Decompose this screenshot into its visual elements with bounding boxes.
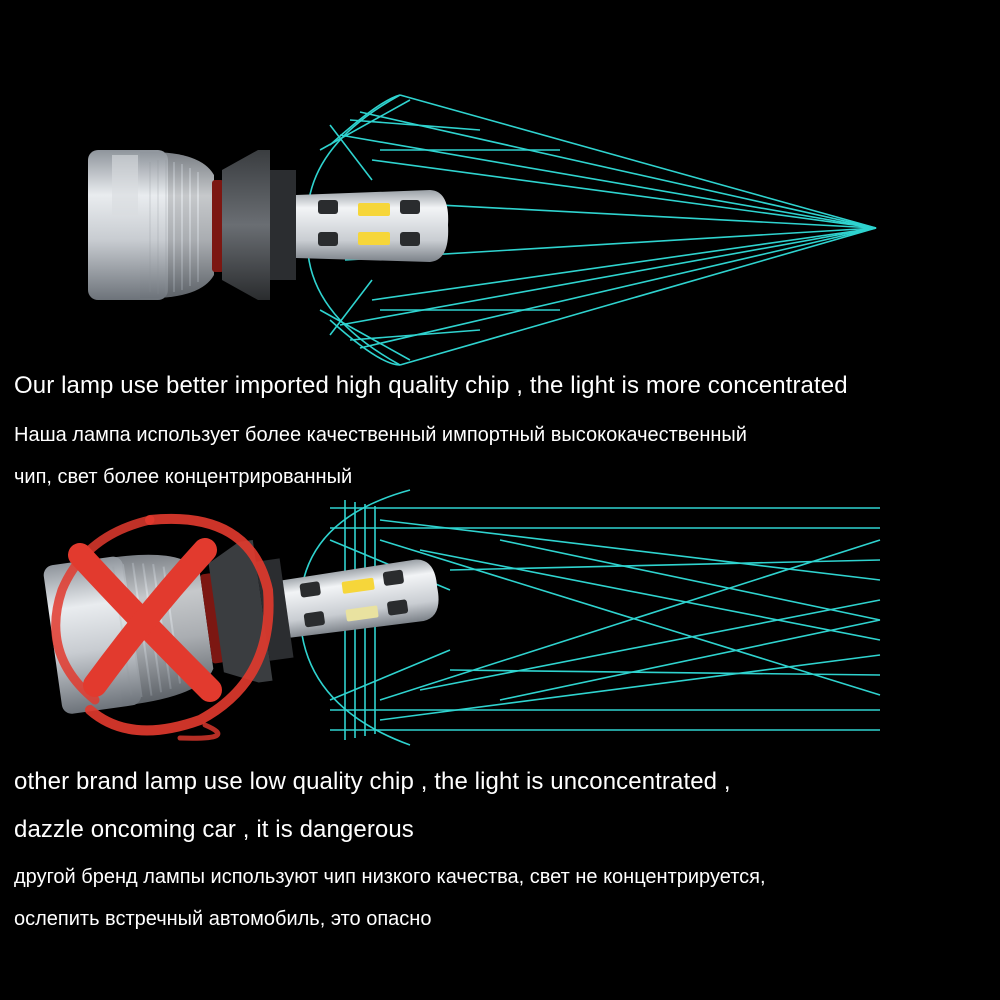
led-headlight-bulb-icon bbox=[88, 150, 449, 300]
good-lamp-illustration bbox=[88, 94, 877, 366]
good-caption-en: Our lamp use better imported high qualit… bbox=[14, 372, 848, 399]
bad-caption-ru-line2: ослепить встречный автомобиль, это опасн… bbox=[14, 908, 432, 930]
red-x-cross-icon bbox=[51, 513, 274, 741]
good-caption-ru-line1: Наша лампа использует более качественный… bbox=[14, 424, 747, 446]
concentrated-beam bbox=[306, 94, 877, 366]
bad-caption-en-line1: other brand lamp use low quality chip , … bbox=[14, 768, 731, 795]
good-caption-ru-line2: чип, свет более концентрированный bbox=[14, 466, 353, 488]
bad-caption-ru-line1: другой бренд лампы используют чип низког… bbox=[14, 866, 766, 888]
bad-caption-en-line2: dazzle oncoming car , it is dangerous bbox=[14, 816, 414, 843]
scattered-beam bbox=[299, 489, 881, 746]
bad-lamp-illustration bbox=[43, 489, 881, 746]
